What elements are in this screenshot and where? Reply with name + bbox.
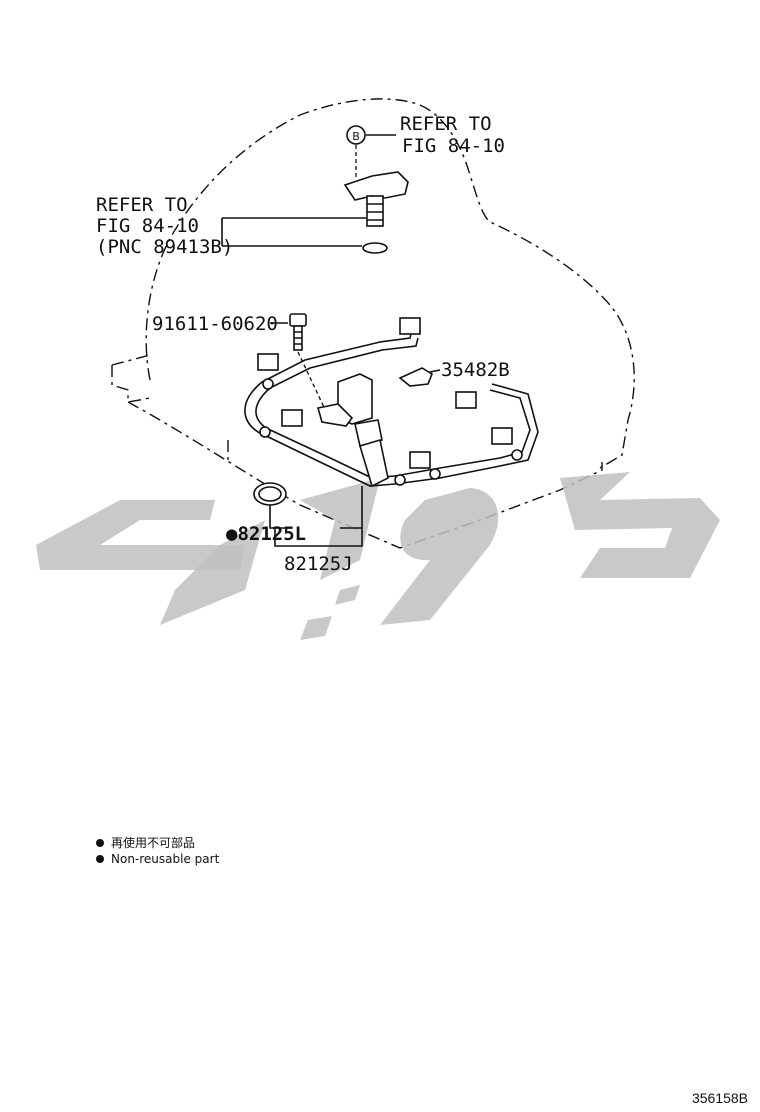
legend-item-en: Non-reusable part bbox=[96, 852, 396, 866]
clamp-35482b bbox=[398, 367, 441, 387]
harness-leader bbox=[274, 486, 363, 547]
figure-code: 356158B bbox=[691, 1090, 748, 1106]
harness-label: 82125J bbox=[284, 553, 353, 575]
bullet-icon bbox=[96, 838, 104, 847]
cam-position-sensor bbox=[343, 125, 409, 254]
marker-b: B bbox=[352, 130, 360, 143]
bullet-icon bbox=[96, 855, 104, 863]
refer-left-line2: FIG 84-10 bbox=[96, 215, 199, 237]
legend-text-jp: 再使用不可部品 bbox=[111, 836, 196, 850]
engine-outline bbox=[111, 98, 635, 549]
oring-82125l bbox=[253, 482, 287, 529]
clamp-label: 35482B bbox=[441, 359, 510, 381]
refer-left-line1: REFER TO bbox=[96, 194, 188, 216]
crank-position-sensor bbox=[316, 373, 389, 488]
refer-left-line3: (PNC 89413B) bbox=[96, 236, 233, 258]
wire-harness bbox=[244, 317, 539, 487]
legend-text-en: Non-reusable part bbox=[111, 852, 220, 866]
bolt-label: 91611-60620 bbox=[152, 313, 278, 335]
watermark bbox=[36, 472, 720, 640]
oring-label: ●82125L bbox=[226, 523, 306, 545]
refer-top-line2: FIG 84-10 bbox=[402, 135, 505, 157]
refer-left-leader bbox=[221, 217, 366, 247]
legend-item-jp: 再使用不可部品 bbox=[96, 834, 396, 851]
refer-top-line1: REFER TO bbox=[400, 113, 492, 135]
bolt-91611 bbox=[270, 313, 331, 421]
